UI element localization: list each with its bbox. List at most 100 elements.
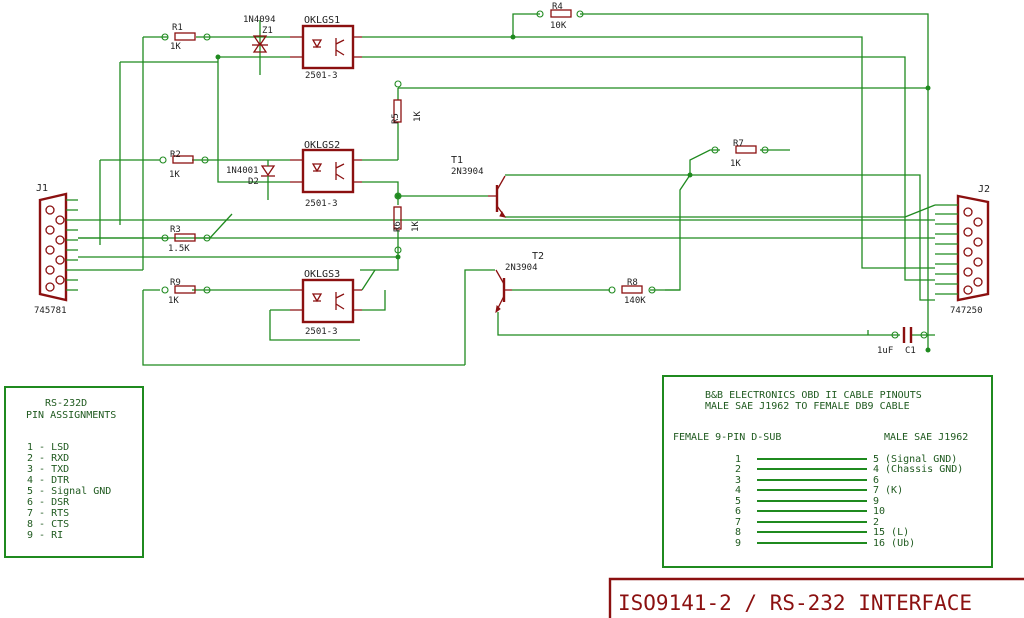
diode-value: 1N4001 — [226, 166, 259, 176]
r5-ref: R5 — [391, 113, 401, 124]
j1-ref: J1 — [36, 183, 48, 194]
opto2-value: 2501-3 — [305, 199, 338, 209]
r3-value: 1.5K — [168, 244, 190, 254]
zener-z1: 1N4094 Z1 — [243, 15, 276, 53]
diode-ref: D2 — [248, 177, 259, 187]
rs232-title: RS-232D — [45, 398, 87, 409]
j1-value: 745781 — [34, 306, 67, 316]
r6-ref: R6 — [393, 221, 403, 232]
pinout-right-5: 9 — [873, 496, 879, 507]
transistor-t2: T2 2N3904 — [495, 251, 544, 314]
resistor-r7: R7 1K — [711, 139, 769, 169]
rs232-row-1: 1 - LSD — [27, 442, 69, 453]
pinout-right-8: 15 (L) — [873, 527, 909, 538]
j2-value: 747250 — [950, 306, 983, 316]
r9-value: 1K — [168, 296, 179, 306]
opto1-ref: OKLGS1 — [304, 15, 340, 26]
pinout-left-4: 4 — [735, 485, 741, 496]
r6-value: 1K — [411, 221, 421, 232]
resistor-r1: R1 1K — [161, 23, 211, 52]
r8-ref: R8 — [627, 278, 638, 288]
pinout-row: 4 7 (K) — [735, 485, 903, 496]
opto3-ref: OKLGS3 — [304, 269, 340, 280]
zener-ref: Z1 — [262, 26, 273, 36]
pinout-left-8: 8 — [735, 527, 741, 538]
connector-j2: J2 747250 — [935, 184, 990, 316]
pinout-row: 8 15 (L) — [735, 527, 909, 538]
pinout-heading-1: B&B ELECTRONICS OBD II CABLE PINOUTS — [705, 390, 922, 401]
pinout-row: 5 9 — [735, 496, 879, 507]
drawing-title: ISO9141-2 / RS-232 INTERFACE — [618, 591, 972, 615]
r8-value: 140K — [624, 296, 646, 306]
pinout-right-4: 7 (K) — [873, 485, 903, 496]
zener-value: 1N4094 — [243, 15, 276, 25]
r9-ref: R9 — [170, 278, 181, 288]
rs232-row-6: 6 - DSR — [27, 497, 70, 508]
pinout-row: 6 10 — [735, 506, 885, 517]
rs232-row-3: 3 - TXD — [27, 464, 69, 475]
rs232-subtitle: PIN ASSIGNMENTS — [26, 410, 116, 421]
pinout-left-1: 1 — [735, 454, 741, 465]
resistor-r2: R2 1K — [159, 150, 209, 180]
rs232-row-9: 9 - RI — [27, 530, 63, 541]
pinout-left-2: 2 — [735, 464, 741, 475]
r7-ref: R7 — [733, 139, 744, 149]
c1-ref: C1 — [905, 346, 916, 356]
pinout-right-3: 6 — [873, 475, 879, 486]
pinout-heading-2: MALE SAE J1962 TO FEMALE DB9 CABLE — [705, 401, 910, 412]
r7-value: 1K — [730, 159, 741, 169]
r2-ref: R2 — [170, 150, 181, 160]
pinout-left-5: 5 — [735, 496, 741, 507]
pinout-box: B&B ELECTRONICS OBD II CABLE PINOUTS MAL… — [662, 375, 993, 568]
pinout-row: 2 4 (Chassis GND) — [735, 464, 963, 475]
diode-d2: 1N4001 D2 — [226, 160, 276, 200]
title-block: ISO9141-2 / RS-232 INTERFACE — [608, 577, 1024, 618]
pinout-row: 7 2 — [735, 517, 879, 528]
c1-value: 1uF — [877, 346, 893, 356]
opto1-value: 2501-3 — [305, 71, 338, 81]
rs232-row-4: 4 - DTR — [27, 475, 70, 486]
pinout-right-6: 10 — [873, 506, 885, 517]
pinout-row: 1 5 (Signal GND) — [735, 454, 957, 465]
rs232-row-8: 8 - CTS — [27, 519, 69, 530]
pinout-left-header: FEMALE 9-PIN D-SUB — [673, 432, 781, 443]
rs232-row-7: 7 - RTS — [27, 508, 69, 519]
r4-value: 10K — [550, 21, 567, 31]
pinout-right-1: 5 (Signal GND) — [873, 454, 957, 465]
opto2: OKLGS2 2501-3 — [290, 140, 362, 209]
r4-ref: R4 — [552, 2, 563, 12]
r5-value: 1K — [413, 111, 423, 122]
transistor-t1: T1 2N3904 — [451, 155, 507, 218]
pinout-row: 3 6 — [735, 475, 879, 486]
resistor-r9: R9 1K — [161, 278, 211, 306]
connector-j1: J1 745781 — [34, 183, 78, 316]
pinout-left-3: 3 — [735, 475, 741, 486]
t2-ref: T2 — [532, 251, 544, 262]
t1-value: 2N3904 — [451, 167, 484, 177]
pinout-right-header: MALE SAE J1962 — [884, 432, 968, 443]
opto2-ref: OKLGS2 — [304, 140, 340, 151]
pinout-right-7: 2 — [873, 517, 879, 528]
opto1: OKLGS1 2501-3 — [290, 15, 362, 81]
r2-value: 1K — [169, 170, 180, 180]
j2-ref: J2 — [978, 184, 990, 195]
r1-value: 1K — [170, 42, 181, 52]
t2-value: 2N3904 — [505, 263, 538, 273]
capacitor-c1: 1uF C1 — [877, 327, 928, 356]
pinout-left-7: 7 — [735, 517, 741, 528]
resistor-r3: R3 1.5K — [161, 225, 211, 254]
pinout-row: 9 16 (Ub) — [735, 538, 915, 549]
resistor-r5: R5 1K — [391, 80, 423, 124]
r1-ref: R1 — [172, 23, 183, 33]
opto3: OKLGS3 2501-3 — [290, 269, 362, 337]
rs232-row-5: 5 - Signal GND — [27, 486, 111, 497]
rs232-row-2: 2 - RXD — [27, 453, 69, 464]
t1-ref: T1 — [451, 155, 463, 166]
wires — [78, 13, 936, 366]
pinout-left-6: 6 — [735, 506, 741, 517]
pinout-left-9: 9 — [735, 538, 741, 549]
resistor-r4: R4 10K — [536, 2, 584, 31]
r3-ref: R3 — [170, 225, 181, 235]
pinout-right-9: 16 (Ub) — [873, 538, 915, 549]
opto3-value: 2501-3 — [305, 327, 338, 337]
